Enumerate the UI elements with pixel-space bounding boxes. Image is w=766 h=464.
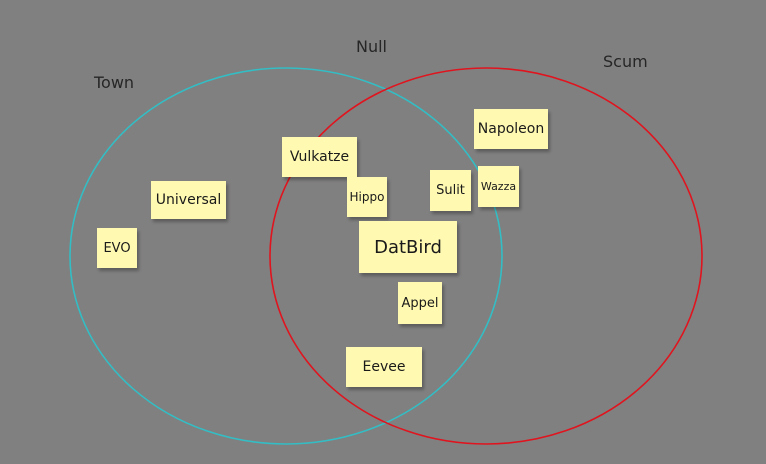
town-label: Town [94,73,135,92]
town-circle [69,67,503,445]
scum-label: Scum [603,52,648,71]
null-label: Null [356,37,387,56]
note-eevee[interactable]: Eevee [346,347,422,387]
note-hippo[interactable]: Hippo [347,177,387,217]
note-wazza[interactable]: Wazza [478,166,519,207]
scum-circle [269,67,703,445]
note-sulit[interactable]: Sulit [430,170,471,211]
note-vulkatze[interactable]: Vulkatze [282,137,357,177]
note-datbird[interactable]: DatBird [359,221,457,273]
note-evo[interactable]: EVO [97,228,137,268]
note-napoleon[interactable]: Napoleon [474,109,548,149]
note-universal[interactable]: Universal [151,181,226,219]
note-appel[interactable]: Appel [398,282,442,324]
